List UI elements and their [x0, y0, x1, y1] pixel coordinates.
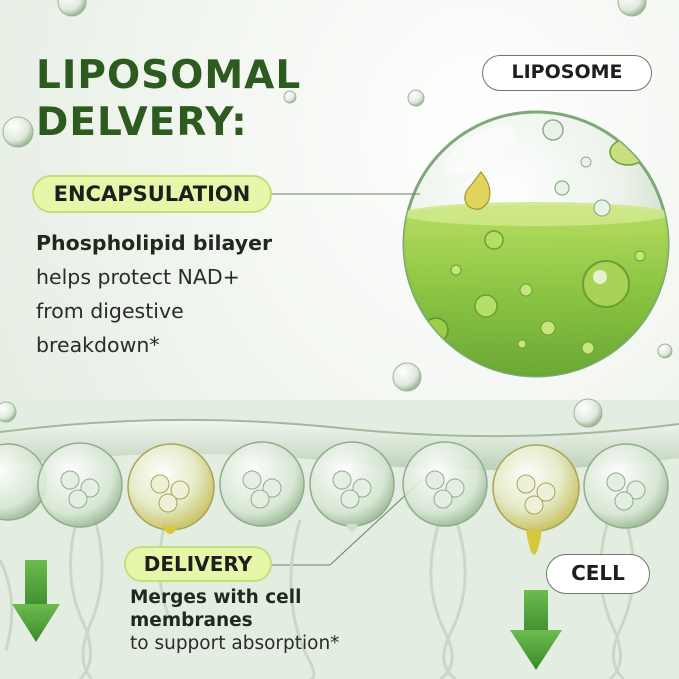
down-arrow-icon — [510, 590, 562, 670]
liposome-sphere — [402, 110, 670, 378]
title-line-2: DELVERY: — [36, 100, 248, 145]
delivery-description: Merges with cell membranes to support ab… — [130, 586, 450, 655]
liposome-label: LIPOSOME — [482, 55, 652, 91]
delivery-bold-line-1: Merges with cell — [130, 587, 302, 608]
page-title: LIPOSOMAL DELVERY: — [36, 52, 301, 146]
encapsulation-line-2: from digestive — [36, 299, 184, 323]
encapsulation-bold-line: Phospholipid bilayer — [36, 231, 273, 255]
delivery-line: to support absorption* — [130, 633, 340, 654]
floating-bubbles — [0, 0, 673, 428]
title-line-1: LIPOSOMAL — [36, 53, 302, 98]
delivery-label: DELIVERY — [124, 546, 272, 582]
encapsulation-description: Phospholipid bilayer helps protect NAD+ … — [36, 226, 336, 362]
encapsulation-line-3: breakdown* — [36, 333, 160, 357]
phospholipid-heads — [0, 441, 669, 555]
down-arrow-icon — [12, 560, 60, 642]
encapsulation-label: ENCAPSULATION — [32, 175, 272, 213]
cell-label: CELL — [546, 554, 650, 594]
lipid-tails — [0, 509, 636, 679]
delivery-bold-line-2: membranes — [130, 610, 253, 631]
encapsulation-line-1: helps protect NAD+ — [36, 265, 240, 289]
